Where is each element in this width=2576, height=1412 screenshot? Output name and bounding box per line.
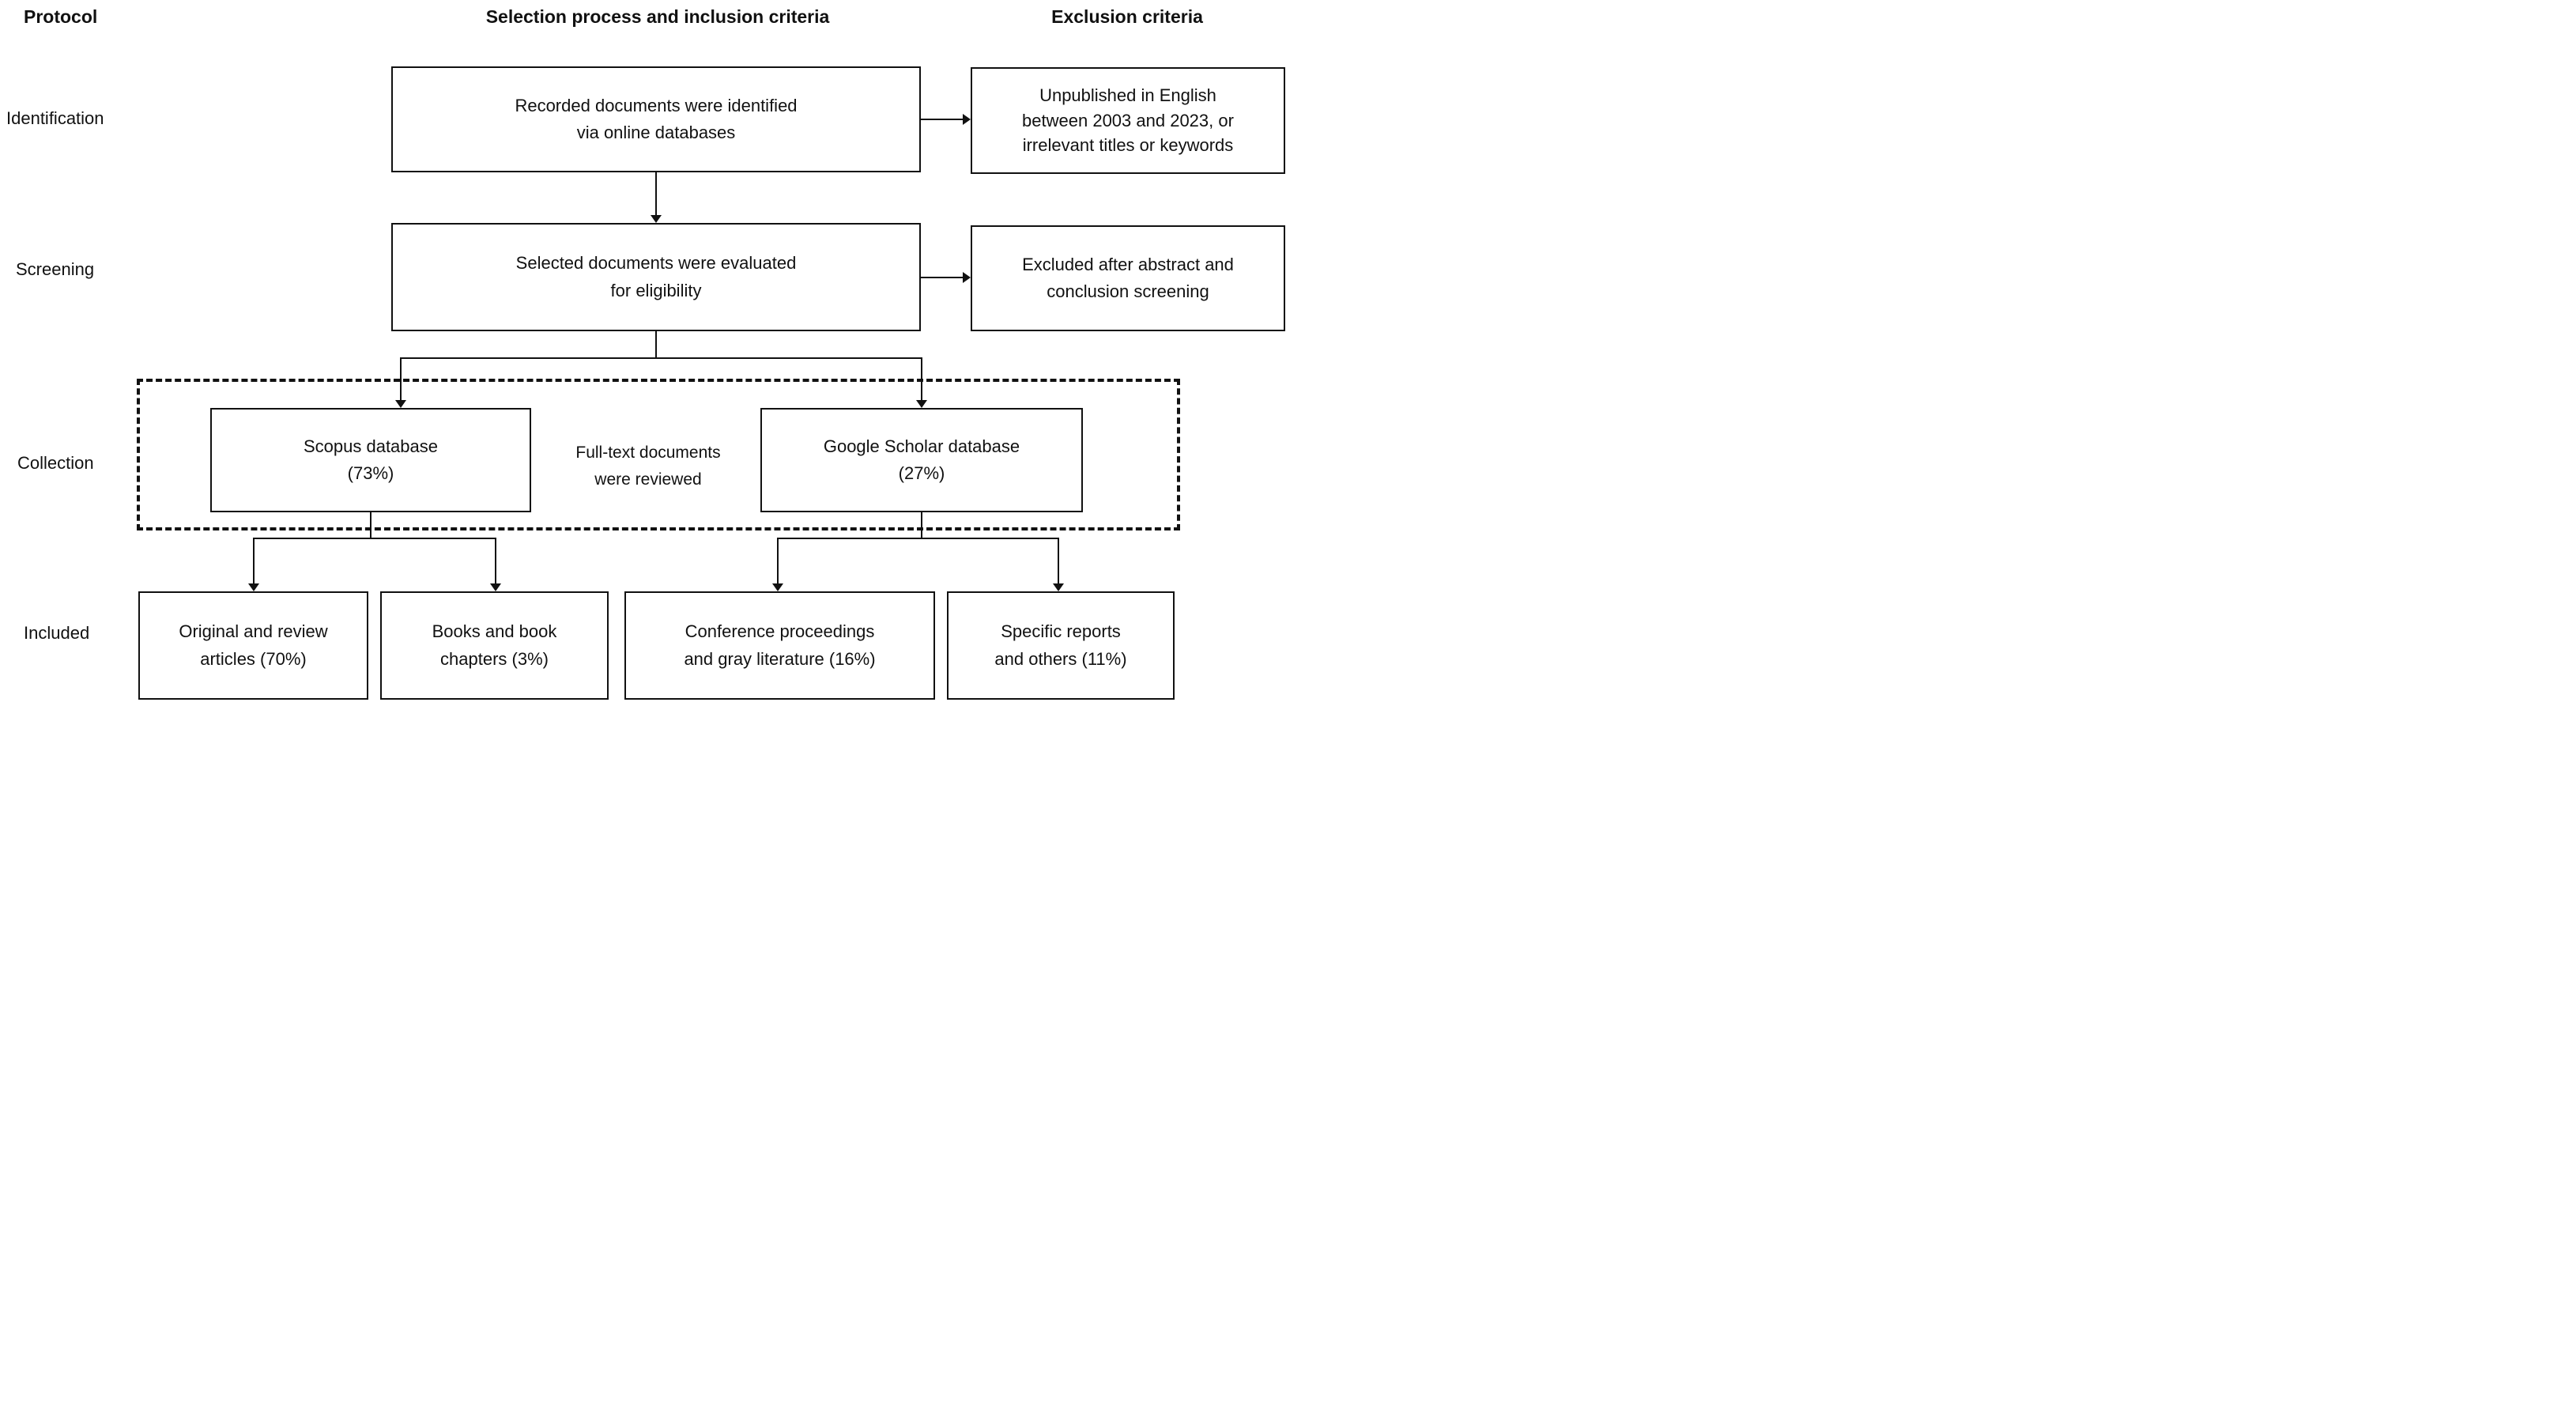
included-conference-line1: Conference proceedings xyxy=(685,621,875,642)
included-articles-line1: Original and review xyxy=(179,621,328,642)
row-label-screening: Screening xyxy=(16,259,95,279)
identified-documents-box: Recorded documents were identified via o… xyxy=(391,66,921,172)
google-scholar-line1: Google Scholar database xyxy=(823,436,1020,456)
column-header-selection-process: Selection process and inclusion criteria xyxy=(485,6,830,27)
connector-drop-articles xyxy=(253,538,255,583)
connector-google-scholar-split xyxy=(777,538,1059,539)
google-scholar-line2: (27%) xyxy=(898,463,945,483)
included-books-box: Books and book chapters (3%) xyxy=(380,591,609,700)
row-label-included: Included xyxy=(24,623,90,643)
column-header-protocol: Protocol xyxy=(24,6,98,27)
collection-dashed-region xyxy=(137,379,1180,530)
screened-documents-line2: for eligibility xyxy=(610,280,702,300)
arrowhead-to-exclusion-1 xyxy=(963,114,971,125)
arrowhead-to-exclusion-2 xyxy=(963,272,971,283)
google-scholar-database-box: Google Scholar database (27%) xyxy=(760,408,1083,512)
identified-documents-line1: Recorded documents were identified xyxy=(515,95,798,115)
arrowhead-to-books xyxy=(490,583,501,591)
included-conference-line2: and gray literature (16%) xyxy=(684,648,876,669)
connector-google-scholar-stub xyxy=(921,512,922,539)
prisma-flow-diagram: Protocol Selection process and inclusion… xyxy=(0,0,1288,706)
exclusion-screening-line2: conclusion screening xyxy=(1047,281,1209,301)
included-reports-line1: Specific reports xyxy=(1001,621,1121,642)
arrowhead-to-articles xyxy=(248,583,259,591)
arrowhead-to-google-scholar xyxy=(916,400,927,408)
scopus-database-line1: Scopus database xyxy=(303,436,439,456)
fulltext-review-line1: Full-text documents xyxy=(575,444,721,462)
connector-collection-split xyxy=(400,357,922,359)
exclusion-screening-box: Excluded after abstract and conclusion s… xyxy=(971,225,1285,331)
arrowhead-to-conference xyxy=(772,583,783,591)
connector-scopus-stub xyxy=(370,512,372,539)
connector-drop-conference xyxy=(777,538,779,583)
included-reports-box: Specific reports and others (11%) xyxy=(947,591,1175,700)
connector-scopus-split xyxy=(253,538,496,539)
included-books-line2: chapters (3%) xyxy=(440,648,549,669)
row-label-collection: Collection xyxy=(17,453,94,473)
exclusion-unpublished-line2: between 2003 and 2023, or xyxy=(1022,110,1234,130)
exclusion-unpublished-box: Unpublished in English between 2003 and … xyxy=(971,67,1285,174)
arrowhead-to-reports xyxy=(1053,583,1064,591)
screened-documents-line1: Selected documents were evaluated xyxy=(515,253,797,274)
exclusion-unpublished-line1: Unpublished in English xyxy=(1039,85,1216,105)
fulltext-review-note: Full-text documents were reviewed xyxy=(553,440,743,493)
exclusion-screening-line1: Excluded after abstract and xyxy=(1022,254,1234,274)
included-books-line1: Books and book xyxy=(432,621,557,642)
connector-identification-to-screening xyxy=(655,172,657,217)
connector-drop-reports xyxy=(1058,538,1059,583)
arrowhead-to-screening xyxy=(651,215,662,223)
connector-screening-stub xyxy=(655,331,657,358)
scopus-database-line2: (73%) xyxy=(347,463,394,483)
connector-screening-to-exclusion xyxy=(921,277,964,278)
connector-identification-to-exclusion xyxy=(921,119,964,120)
arrowhead-to-scopus xyxy=(395,400,406,408)
included-conference-box: Conference proceedings and gray literatu… xyxy=(624,591,935,700)
fulltext-review-line2: were reviewed xyxy=(594,470,702,489)
exclusion-unpublished-line3: irrelevant titles or keywords xyxy=(1022,135,1234,156)
included-articles-box: Original and review articles (70%) xyxy=(138,591,368,700)
screened-documents-box: Selected documents were evaluated for el… xyxy=(391,223,921,331)
included-articles-line2: articles (70%) xyxy=(200,648,307,669)
included-reports-line2: and others (11%) xyxy=(994,648,1127,669)
connector-drop-books xyxy=(495,538,496,583)
row-label-identification: Identification xyxy=(6,108,104,128)
column-header-exclusion-criteria: Exclusion criteria xyxy=(1051,6,1203,27)
scopus-database-box: Scopus database (73%) xyxy=(210,408,531,512)
identified-documents-line2: via online databases xyxy=(576,123,736,142)
